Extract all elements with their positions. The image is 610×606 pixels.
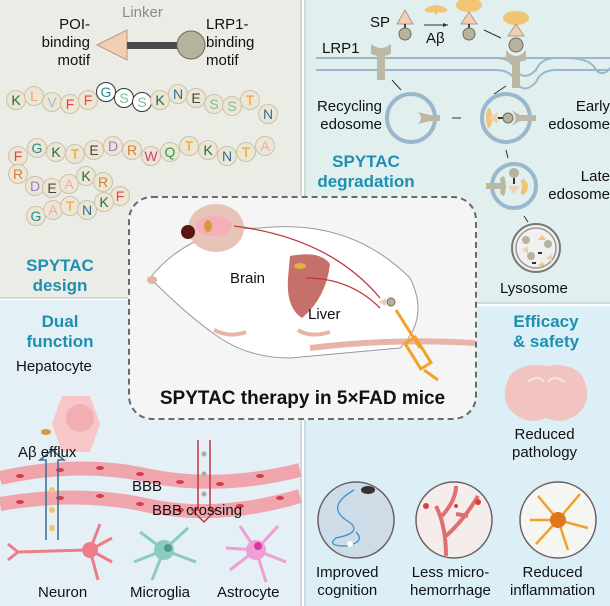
amino-acid-bead: S — [222, 96, 242, 116]
cell-membrane — [316, 57, 610, 90]
liver-icon — [287, 254, 330, 318]
amino-acid-bead: R — [93, 172, 113, 192]
efflux-arrow — [37, 449, 67, 540]
amino-acid-bead: A — [255, 136, 275, 156]
spytac-molecule-icon — [95, 29, 206, 61]
amino-acid-bead: F — [8, 146, 28, 166]
degradation-pathway-diagram — [316, 0, 610, 273]
amino-acid-bead: L — [24, 86, 44, 106]
brain-section-icon — [504, 365, 588, 421]
amino-acid-bead: G — [96, 82, 116, 102]
abeta-efflux-label: Aβ efflux — [18, 444, 77, 461]
brain-icon — [196, 216, 232, 236]
amino-acid-bead: N — [77, 200, 97, 220]
mouse-body-icon — [149, 226, 419, 359]
amino-acid-bead: E — [84, 140, 104, 160]
brain-label: Brain — [230, 270, 266, 287]
outcome-hemorrhage-label: Less micro-hemorrhage — [410, 564, 491, 599]
amino-acid-bead: W — [141, 146, 161, 166]
liver-label: Liver — [308, 306, 341, 323]
amino-acid-bead: T — [236, 142, 256, 162]
syringe-icon — [394, 309, 439, 382]
efficacy-heading: Efficacy& safety — [512, 312, 580, 351]
therapy-panel: Brain Liver SPYTAC therapy in 5×FAD mice — [128, 196, 477, 420]
bbb-crossing-label: BBB crossing — [152, 502, 243, 519]
amino-acid-bead: V — [42, 92, 62, 112]
amino-acid-bead: T — [240, 90, 260, 110]
amino-acid-bead: N — [258, 104, 278, 124]
amino-acid-bead: K — [198, 140, 218, 160]
neuron-label: Neuron — [38, 584, 88, 601]
abeta-label: Aβ — [426, 30, 445, 47]
bbb-crossing-arrow — [190, 440, 218, 524]
amino-acid-bead: K — [150, 90, 170, 110]
amino-acid-bead: G — [27, 138, 47, 158]
bbb-vessel-top — [0, 461, 302, 489]
amino-acid-bead: S — [132, 92, 152, 112]
astrocyte-icon — [225, 524, 287, 583]
hepatocyte-label: Hepatocyte — [16, 358, 92, 375]
sp-label: SP — [370, 14, 391, 31]
amino-acid-bead: F — [60, 94, 80, 114]
amino-acid-bead: K — [76, 166, 96, 186]
microglia-label: Microglia — [130, 584, 191, 601]
amino-acid-bead: F — [110, 186, 130, 206]
amino-acid-bead: T — [179, 136, 199, 156]
amino-acid-bead: A — [43, 200, 63, 220]
lysosome-label: Lysosome — [500, 280, 568, 297]
amino-acid-bead: K — [94, 192, 114, 212]
amino-acid-bead: F — [78, 90, 98, 110]
amino-acid-bead: N — [168, 84, 188, 104]
amino-acid-bead: K — [6, 90, 26, 110]
amino-acid-bead: K — [46, 142, 66, 162]
therapy-title: SPYTAC therapy in 5×FAD mice — [159, 388, 446, 409]
lrp1-label: LRP1 — [322, 40, 360, 57]
microglia-icon — [133, 526, 197, 581]
amino-acid-bead: Q — [160, 142, 180, 162]
amino-acid-bead: D — [103, 136, 123, 156]
bbb-vessel-bottom — [0, 489, 303, 519]
amino-acid-bead: S — [114, 88, 134, 108]
dual-function-diagram — [0, 396, 303, 583]
amino-acid-bead: S — [204, 94, 224, 114]
amino-acid-bead: R — [122, 140, 142, 160]
efficacy-diagram — [317, 365, 597, 559]
mouse-illustration — [147, 204, 476, 382]
amino-acid-bead: E — [186, 88, 206, 108]
astrocyte-label: Astrocyte — [217, 584, 280, 601]
cognition-icon — [317, 481, 395, 559]
amino-acid-bead: R — [8, 164, 28, 184]
amino-acid-bead: A — [59, 174, 79, 194]
neuron-icon — [7, 523, 113, 581]
bbb-label: BBB — [132, 478, 163, 495]
amino-acid-bead: N — [217, 146, 237, 166]
linker-label: Linker — [122, 4, 163, 21]
amino-acid-bead: T — [65, 144, 85, 164]
